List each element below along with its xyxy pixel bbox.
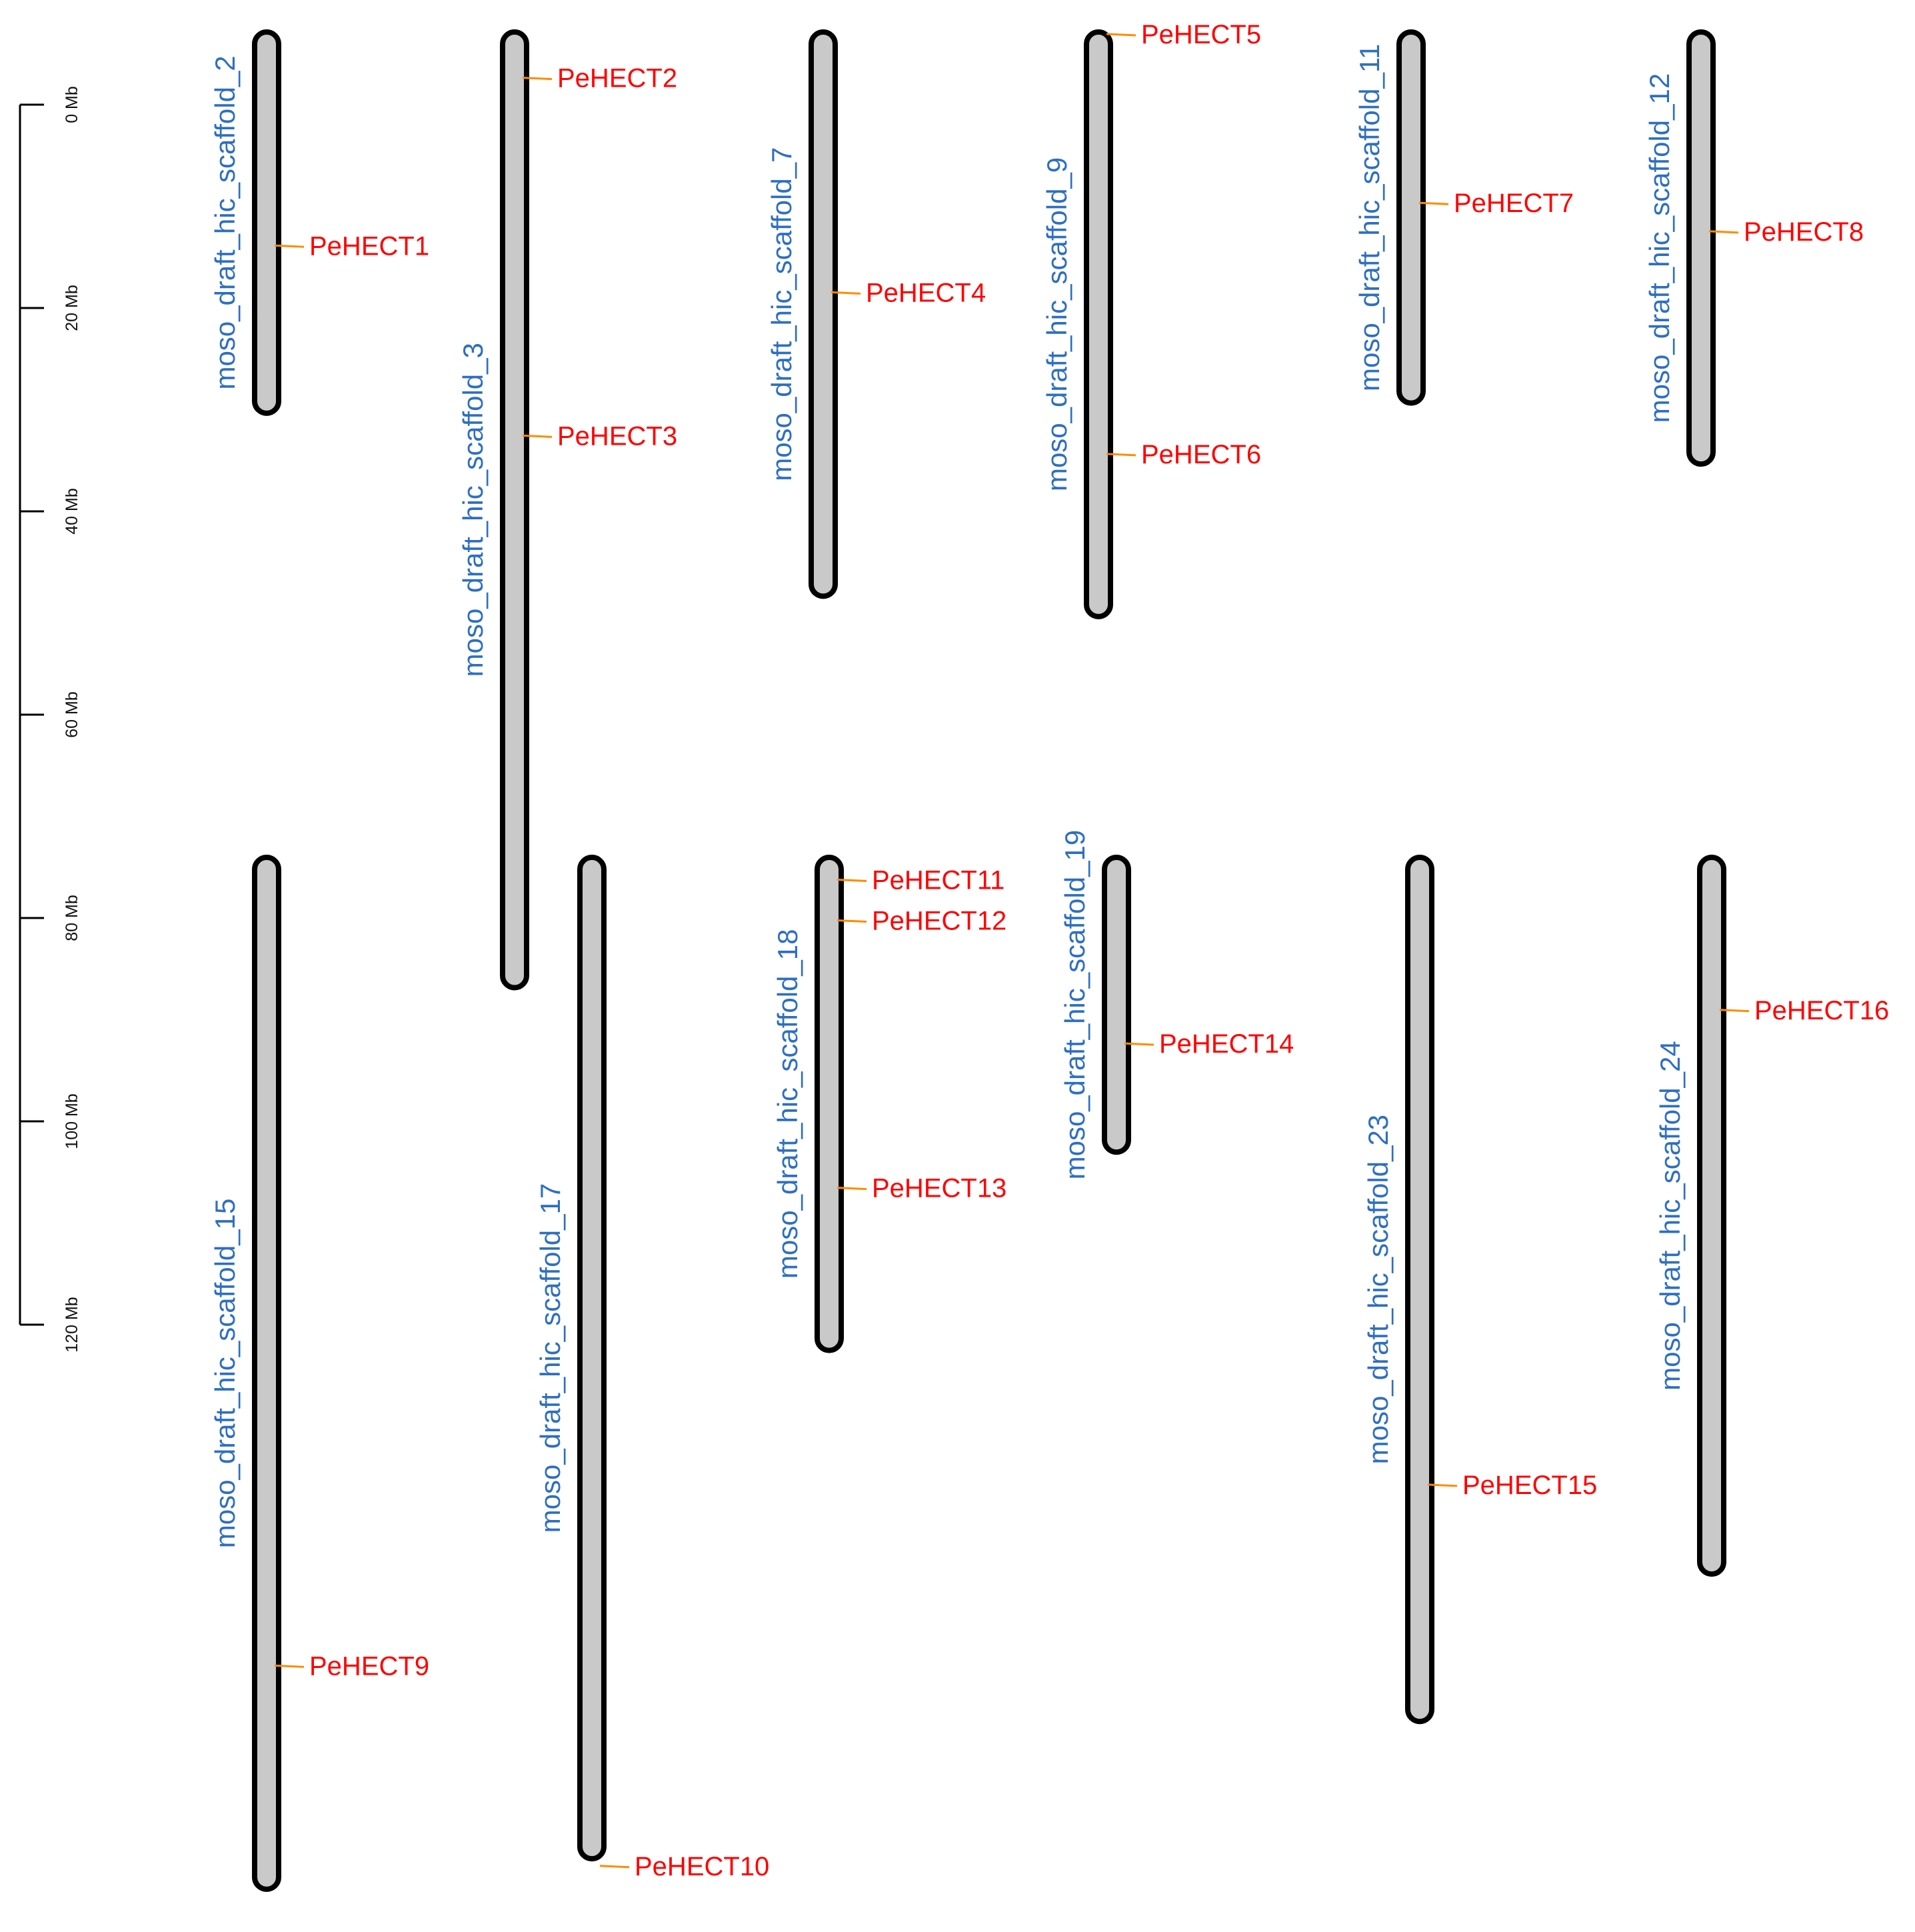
- chromosome-name: moso_draft_hic_scaffold_12: [1644, 73, 1675, 423]
- gene-marker-line: [1106, 453, 1136, 457]
- chromosome-bar: [1405, 855, 1434, 1725]
- gene-label: PeHECT4: [866, 278, 986, 307]
- gene-marker-line: [831, 291, 861, 295]
- gene-label: PeHECT8: [1744, 217, 1864, 247]
- scale-tick-label: 100 Mb: [63, 1093, 81, 1149]
- gene-marker-line: [274, 244, 305, 248]
- chromosome-bar: [252, 855, 281, 1892]
- gene-label: PeHECT12: [872, 907, 1006, 936]
- gene-label: PeHECT1: [309, 231, 429, 261]
- gene-marker-line: [1106, 33, 1136, 37]
- gene-label: PeHECT3: [557, 421, 677, 451]
- gene-marker-line: [522, 434, 553, 438]
- gene-label: PeHECT7: [1454, 189, 1574, 218]
- scale-tick-label: 0 Mb: [63, 86, 81, 123]
- chromosome-bar: [252, 29, 281, 416]
- gene-marker-line: [599, 1865, 630, 1869]
- gene-marker-line: [1708, 230, 1739, 234]
- chromosome-bar: [1396, 29, 1426, 406]
- chromosome-bar: [1686, 29, 1716, 467]
- gene-marker-line: [1719, 1009, 1750, 1013]
- gene-label: PeHECT9: [309, 1651, 429, 1681]
- gene-label: PeHECT15: [1462, 1471, 1597, 1500]
- gene-label: PeHECT13: [872, 1174, 1006, 1203]
- chromosome-bar: [1102, 855, 1131, 1155]
- chromosome-bar: [809, 29, 838, 599]
- chromosome: moso_draft_hic_scaffold_24 PeHECT16: [1654, 855, 1889, 1577]
- chromosome-name: moso_draft_hic_scaffold_24: [1654, 1041, 1686, 1391]
- chromosome: moso_draft_hic_scaffold_7 PeHECT4: [766, 29, 986, 599]
- scale-tick-label: 120 Mb: [63, 1297, 81, 1352]
- chromosome-name: moso_draft_hic_scaffold_19: [1059, 830, 1090, 1180]
- chromosome-name: moso_draft_hic_scaffold_11: [1354, 44, 1385, 391]
- gene-label: PeHECT2: [557, 64, 677, 93]
- chromosome: moso_draft_hic_scaffold_11 PeHECT7: [1354, 29, 1574, 406]
- gene-marker-line: [1124, 1042, 1154, 1046]
- scale-bar: 0 Mb 20 Mb 40 Mb 60 Mb 80 Mb 100 Mb 120 Mb: [19, 86, 81, 1353]
- gene-label: PeHECT14: [1159, 1029, 1294, 1059]
- gene-label: PeHECT16: [1754, 996, 1889, 1025]
- chromosome-name: moso_draft_hic_scaffold_15: [209, 1199, 241, 1549]
- scale-tick-label: 40 Mb: [63, 488, 81, 534]
- chromosome-name: moso_draft_hic_scaffold_2: [209, 55, 241, 389]
- chromosome-name: moso_draft_hic_scaffold_17: [535, 1183, 566, 1533]
- chromosome-name: moso_draft_hic_scaffold_7: [766, 147, 797, 481]
- gene-label: PeHECT10: [635, 1852, 769, 1881]
- chromosome: moso_draft_hic_scaffold_12 PeHECT8: [1644, 29, 1864, 467]
- gene-marker-line: [837, 879, 867, 883]
- gene-marker-line: [274, 1664, 305, 1668]
- chromosome-bar: [815, 855, 844, 1353]
- gene-marker-line: [837, 919, 867, 923]
- chromosome-bar: [1084, 29, 1113, 619]
- gene-marker-line: [837, 1187, 867, 1191]
- gene-marker-line: [1427, 1483, 1458, 1487]
- scale-tick-label: 60 Mb: [63, 691, 81, 737]
- chromosome-bar: [577, 855, 607, 1862]
- gene-marker-line: [522, 77, 553, 81]
- chromosome: moso_draft_hic_scaffold_18 PeHECT11PeHECT…: [772, 855, 1006, 1353]
- gene-label: PeHECT5: [1141, 20, 1261, 49]
- gene-label: PeHECT11: [872, 866, 1004, 895]
- scale-tick-label: 20 Mb: [63, 285, 81, 331]
- chromosome-name: moso_draft_hic_scaffold_18: [772, 929, 803, 1279]
- chromosome-name: moso_draft_hic_scaffold_23: [1362, 1115, 1394, 1465]
- chromosome-bar: [1697, 855, 1726, 1577]
- gene-marker-line: [1418, 201, 1449, 205]
- gene-label: PeHECT6: [1141, 440, 1261, 469]
- chromosome-bar: [500, 29, 529, 991]
- chromosome-name: moso_draft_hic_scaffold_3: [457, 343, 489, 677]
- chromosome-name: moso_draft_hic_scaffold_9: [1041, 157, 1072, 491]
- scale-tick-label: 80 Mb: [63, 895, 81, 941]
